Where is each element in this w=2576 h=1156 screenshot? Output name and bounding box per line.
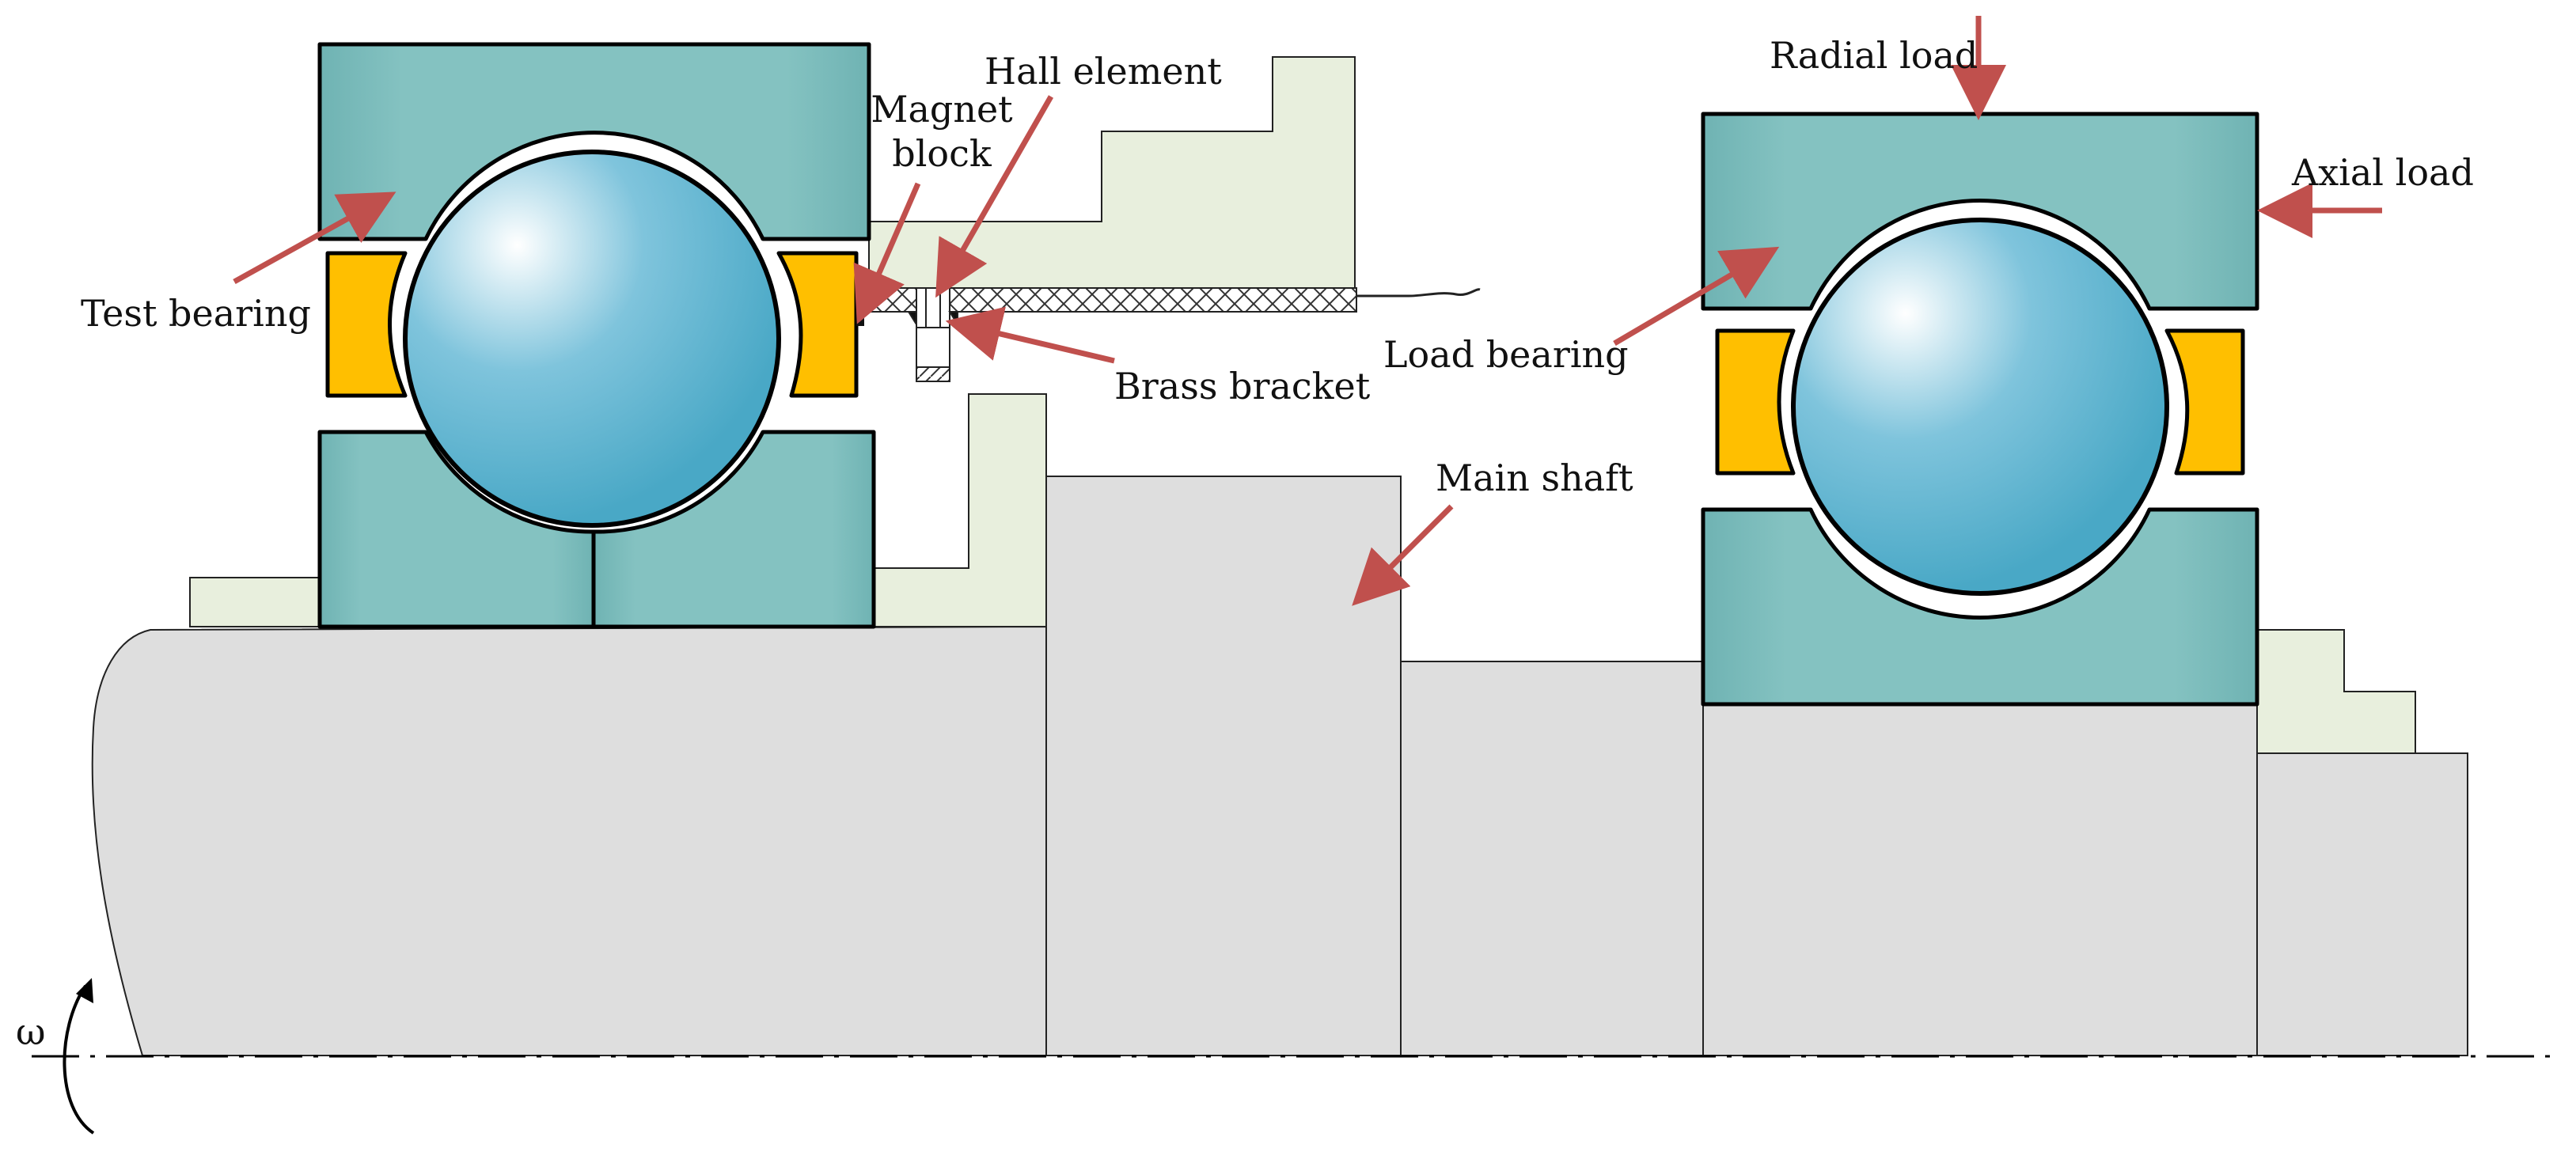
main-shaft-arrow [1352, 504, 1454, 606]
load-bearing-cage-right [2164, 328, 2245, 476]
load-bearing-ball [1791, 218, 2169, 596]
label-magnet-block-2: block [892, 132, 992, 175]
test-bearing [317, 42, 876, 629]
shaft-section-5 [2256, 752, 2468, 1056]
label-radial-load: Radial load [1770, 34, 1978, 77]
brass-bracket-part [907, 287, 958, 382]
right-spacer-load [2256, 629, 2416, 754]
label-main-shaft: Main shaft [1436, 457, 1633, 499]
brackets [189, 56, 2416, 754]
sensor-strip [868, 287, 1481, 313]
rotation-arrow [63, 978, 95, 1135]
test-bearing-cage-left [325, 251, 408, 398]
label-test-bearing: Test bearing [81, 292, 311, 335]
left-spacer [189, 577, 321, 627]
shaft-section-4 [1702, 703, 2258, 1056]
label-axial-load: Axial load [2291, 151, 2474, 194]
load-bearing [1701, 112, 2259, 707]
load-bearing-arrow [1613, 246, 1780, 347]
labels: Test bearing Magnet block Hall element B… [16, 34, 2474, 1053]
test-bearing-ball [403, 150, 781, 528]
load-bearing-cage-left [1715, 328, 1796, 476]
right-spacer-test [873, 393, 1047, 627]
test-bearing-arrow [233, 191, 396, 285]
magnet-block-arrow [853, 182, 921, 324]
test-bearing-cage-right [776, 251, 859, 398]
test-bearing-outer-ring [317, 42, 871, 241]
load-bearing-inner-ring [1701, 507, 2259, 707]
brass-bracket-arrow [945, 306, 1115, 364]
label-brass-bracket: Brass bracket [1114, 365, 1371, 407]
label-load-bearing: Load bearing [1383, 333, 1629, 376]
callout-arrows [233, 16, 2382, 606]
load-bearing-outer-ring [1701, 112, 2259, 311]
label-magnet-block-1: Magnet [871, 88, 1013, 131]
main-shaft [91, 476, 2468, 1056]
test-bearing-inner-ring-left [317, 430, 596, 629]
magnet-block-part [856, 309, 864, 326]
label-hall-element: Hall element [984, 50, 1222, 93]
shaft-section-1 [91, 625, 1047, 1056]
hall-element-arrow [935, 95, 1054, 298]
shaft-section-3 [1400, 661, 1704, 1056]
test-bearing-inner-ring-right [591, 430, 876, 629]
label-omega: ω [16, 1010, 46, 1053]
shaft-section-2 [1045, 476, 1402, 1056]
